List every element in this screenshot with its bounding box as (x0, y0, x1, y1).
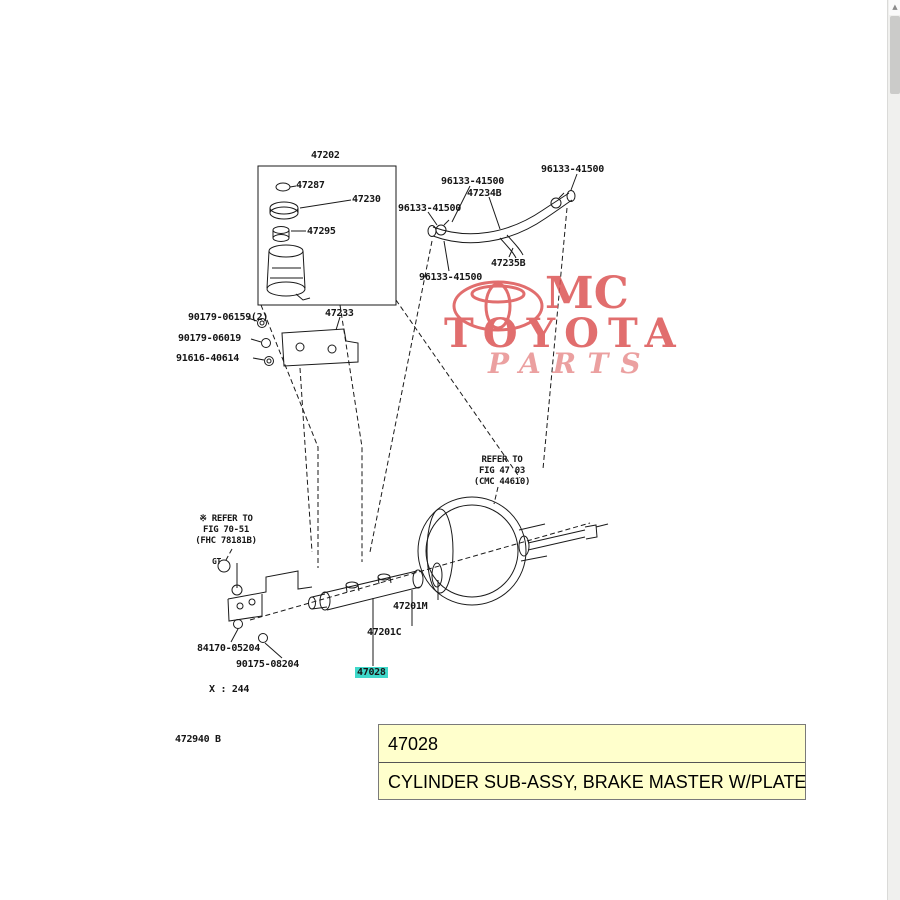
hose-group (427, 173, 578, 272)
refer-note-line: (CMC 44610) (473, 477, 531, 487)
master-cylinder-group (308, 562, 443, 666)
part-label-90179-06019: 90179-06019 (178, 333, 241, 344)
part-label-47201M: 47201M (393, 601, 428, 612)
part-label-47230: 47230 (352, 194, 381, 205)
part-info-box: 47028 CYLINDER SUB-ASSY, BRAKE MASTER W/… (378, 724, 806, 800)
refer-note-booster: REFER TO FIG 47 03 (CMC 44610) (460, 455, 544, 488)
part-label-47234B: 47234B (467, 188, 502, 199)
part-label-47287: 47287 (296, 180, 325, 191)
refer-note-line: FIG 70-51 (202, 525, 250, 535)
part-label-47295: 47295 (307, 226, 336, 237)
refer-note-line: FIG 47 03 (478, 466, 526, 476)
refer-note-bracket: ※ REFER TO FIG 70-51 (FHC 78181B) (184, 514, 268, 547)
info-part-number: 47028 (388, 734, 439, 754)
part-label-gt: GT (212, 557, 222, 566)
refer-note-line: REFER TO (481, 455, 523, 465)
part-label-47233: 47233 (325, 308, 354, 319)
part-label-47202: 47202 (311, 150, 340, 161)
construction-lines (225, 207, 591, 621)
part-label-91616: 91616-40614 (176, 353, 239, 364)
reservoir-group (257, 165, 397, 306)
info-part-description: CYLINDER SUB-ASSY, BRAKE MASTER W/PLATE (388, 772, 807, 792)
part-label-clamp-right: 96133-41500 (541, 164, 604, 175)
bracket-47233-group (247, 316, 359, 367)
vertical-scrollbar[interactable]: ▲ (887, 0, 900, 900)
part-label-90179-06159: 90179-06159(2) (188, 312, 269, 323)
refer-note-line: (FHC 78181B) (195, 536, 257, 546)
info-divider (379, 762, 805, 763)
refer-note-line: ※ REFER TO (199, 514, 253, 524)
footnote-marker: X : 244 (209, 684, 250, 695)
part-label-84170: 84170-05204 (197, 643, 260, 654)
part-label-90175: 90175-08204 (236, 659, 299, 670)
part-label-clamp-top: 96133-41500 (441, 176, 504, 187)
booster-group (417, 496, 609, 606)
part-label-47235B: 47235B (491, 258, 526, 269)
part-label-clamp-left: 96133-41500 (398, 203, 461, 214)
part-label-47028-highlighted: 47028 (355, 667, 388, 678)
part-label-clamp-bottom: 96133-41500 (419, 272, 482, 283)
scroll-up-arrow[interactable]: ▲ (889, 0, 900, 15)
scrollbar-thumb[interactable] (890, 16, 900, 94)
figure-code: 472940 B (175, 734, 221, 745)
mount-bracket-group (217, 559, 313, 659)
part-label-47201C: 47201C (367, 627, 402, 638)
